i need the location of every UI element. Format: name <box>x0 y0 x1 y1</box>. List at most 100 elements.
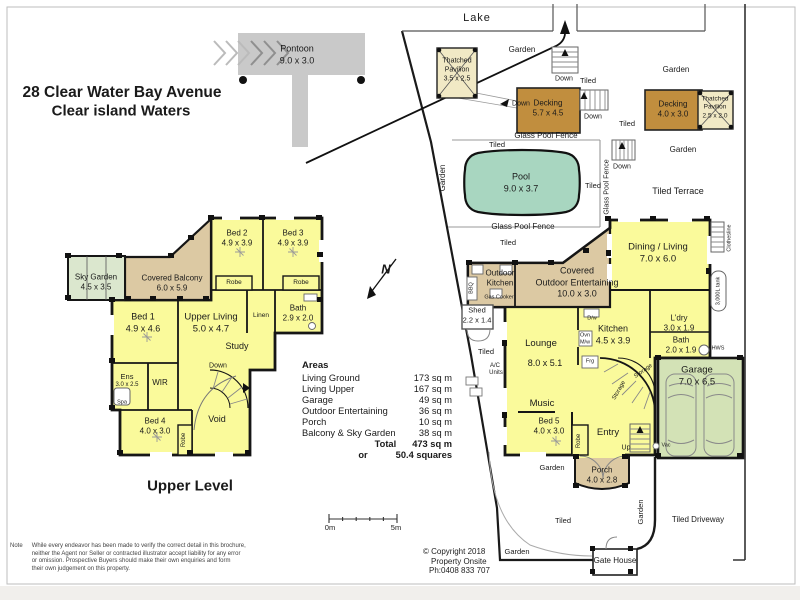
water-tank-shape <box>710 270 727 312</box>
sky-garden-label: Sky Garden 4.5 x 3.5 <box>75 273 117 294</box>
area-label: Garage <box>302 395 334 405</box>
area-label: Porch <box>302 417 327 427</box>
porch-label: Porch 4.0 x 2.8 <box>587 466 618 487</box>
glass-pool-fence-label: Glass Pool Fence <box>603 159 611 215</box>
study-label: Study <box>225 341 249 352</box>
decking-large-label: Decking 5.7 x 4.5 <box>533 99 564 120</box>
gate-house-label: Gate House <box>593 555 637 565</box>
shed-label: Shed 2.2 x 1.4 <box>463 305 492 325</box>
or-label: or <box>358 450 368 460</box>
decking-dims: 4.0 x 3.0 <box>657 110 689 119</box>
north-arrow-icon <box>367 258 397 299</box>
ac-units-label: Units <box>489 370 503 377</box>
pavilion-word: Pavilion <box>444 66 470 74</box>
garden-label: Garden <box>539 463 565 473</box>
room-name: Porch <box>591 465 613 475</box>
entry-up-stairs <box>629 423 651 453</box>
property-title-line1: 28 Clear Water Bay Avenue <box>22 83 222 101</box>
decking-small-label: Decking 4.0 x 3.0 <box>658 100 689 121</box>
page-bottom-strip <box>0 586 800 600</box>
sky-garden-shape <box>67 255 126 301</box>
room-name: Ens <box>120 372 134 382</box>
room-name: Kitchen <box>597 323 629 334</box>
upper-stairs-curved <box>193 369 250 431</box>
copyright-block: © Copyright 2018 Property Onsite Ph:0408… <box>423 547 490 576</box>
tiled-label: Tiled <box>500 238 516 248</box>
clothesline-steps <box>710 221 725 253</box>
decking-name: Decking <box>658 99 688 109</box>
areas-heading: Areas <box>302 360 329 371</box>
tiled-label: Tiled <box>580 76 596 86</box>
north-label: N <box>381 261 391 277</box>
dishwasher-label: D/w <box>587 315 597 322</box>
music-label: Music <box>529 397 555 409</box>
copyright-line: © Copyright 2018 <box>423 547 486 556</box>
pool-dims: 9.0 x 3.7 <box>503 183 539 193</box>
covered-balcony-label: Covered Balcony 6.0 x 5.9 <box>142 274 203 295</box>
room-dims: 7.0 x 6.0 <box>639 254 677 265</box>
bed4-robe-shape <box>177 424 193 456</box>
gate-house-shape <box>590 536 638 576</box>
ac-label: A/C <box>489 363 501 370</box>
vac-outlet <box>652 442 660 450</box>
note-line: or omission. Prospective Buyers should m… <box>31 558 231 565</box>
note-label: Note <box>10 543 23 549</box>
room-dims: 4.0 x 3.0 <box>533 427 565 436</box>
glass-pool-fence-label: Glass Pool Fence <box>491 221 555 231</box>
area-value: 38 sq m <box>418 428 452 438</box>
garden-label: Garden <box>504 547 530 557</box>
room-dims: 3.0 x 1.9 <box>663 324 695 333</box>
bath-upper-label: Bath 2.9 x 2.0 <box>283 304 314 325</box>
tiled-label: Tiled <box>478 347 494 357</box>
walkway-line <box>305 20 570 164</box>
area-label: Living Upper <box>302 384 355 394</box>
bbq-label: BBQ <box>468 282 475 294</box>
tank-label: 3,000L tank <box>715 276 722 306</box>
fridge-label: Frg <box>585 358 595 365</box>
room-dims: 2.9 x 2.0 <box>282 314 314 323</box>
garden-label: Garden <box>508 44 536 54</box>
room-name: Covered Balcony <box>141 273 203 283</box>
note-line: While every endeavor has been made to ve… <box>31 543 246 549</box>
gas-cooker-label: Gas Cooker <box>484 294 514 301</box>
copyright-line: Property Onsite <box>431 556 487 566</box>
pavilion-small-shape <box>697 90 734 130</box>
linen-label: Linen <box>253 311 269 319</box>
lake-label: Lake <box>463 11 491 24</box>
ensuite-label: Ens 3.0 x 2.5 <box>115 372 138 390</box>
ground-stairs-curved <box>599 357 656 414</box>
room-name: Outdoor Entertaining <box>535 277 619 288</box>
decking-small-shape <box>644 89 703 131</box>
up-label: Up <box>621 444 631 452</box>
area-value: 167 sq m <box>413 384 452 394</box>
down-label: Down <box>512 100 530 108</box>
room-name: Bed 1 <box>131 311 155 322</box>
area-value: 36 sq m <box>418 406 452 416</box>
spa-label: Spa <box>117 399 127 406</box>
tiled-label: Tiled <box>585 181 601 191</box>
outdoor-kitchen-label: Outdoor Kitchen <box>486 269 515 290</box>
room-name: Outdoor <box>485 268 515 278</box>
tiled-terrace-label: Tiled Terrace <box>652 186 704 197</box>
lounge-dims-label: 8.0 x 5.1 <box>527 358 563 369</box>
garden-label: Garden <box>437 164 447 192</box>
room-dims: 4.5 x 3.5 <box>80 283 112 292</box>
hws-unit <box>698 344 710 356</box>
entry-label: Entry <box>596 426 620 438</box>
tiled-label: Tiled <box>555 516 571 526</box>
bed2-label: Bed 2 4.9 x 3.9 <box>222 229 253 250</box>
total-value: 473 sq m <box>412 439 452 449</box>
robe-label: Robe <box>181 432 188 448</box>
room-name: Bed 4 <box>144 416 166 426</box>
pavilion-word: Thatched <box>442 57 472 65</box>
room-dims: 4.9 x 3.9 <box>221 239 253 248</box>
room-dims: 4.5 x 3.9 <box>595 335 631 345</box>
pool-label: Pool 9.0 x 3.7 <box>504 171 539 194</box>
bed2-robe-shape <box>215 275 253 291</box>
